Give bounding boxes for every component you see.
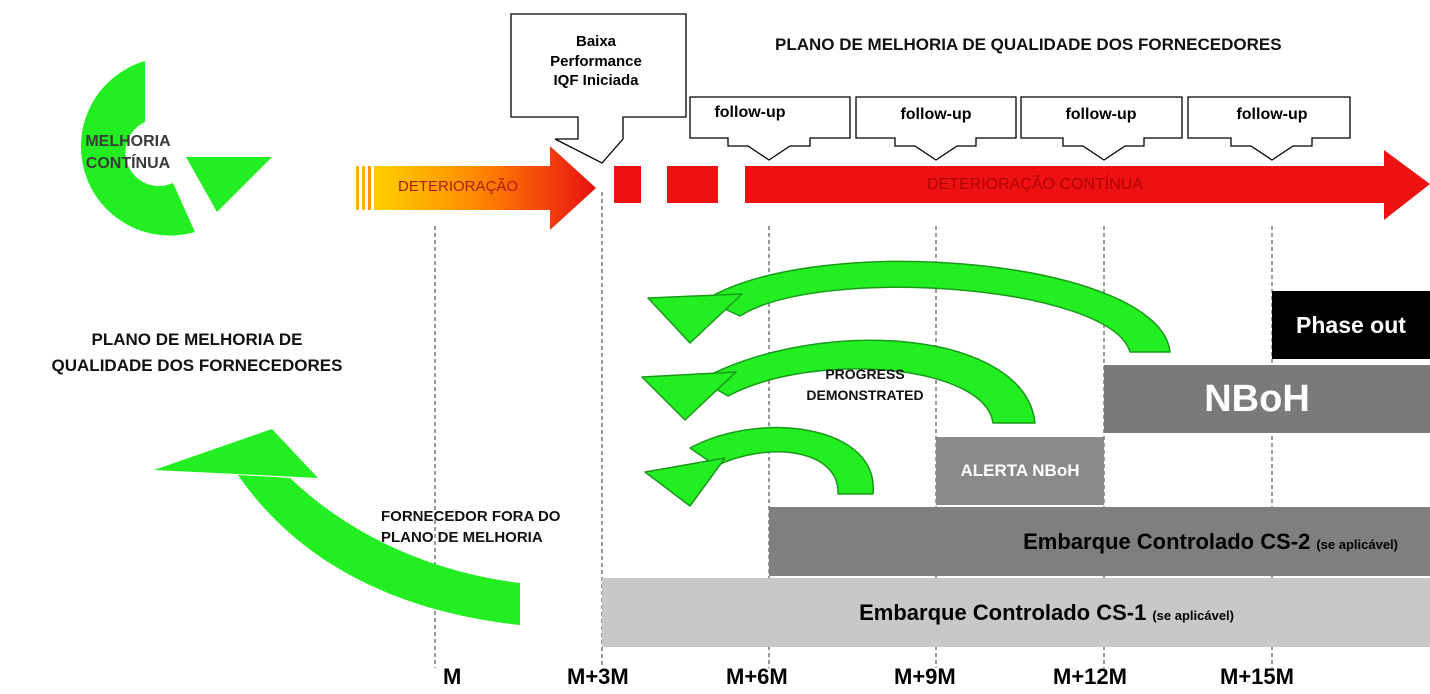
return-arrow-middle — [641, 339, 1036, 424]
followup-text-3: follow-up — [1065, 106, 1137, 123]
timeline-label-m3: M+3M — [567, 664, 629, 689]
progress-label: PROGRESS DEMONSTRATED — [806, 366, 924, 403]
cs2-note: (se aplicável) — [1316, 537, 1398, 552]
start-callout-text: Baixa Performance IQF Iniciada — [550, 33, 642, 89]
exit-arrow — [154, 429, 520, 625]
followup-callouts — [689, 96, 1351, 161]
nboh-label: NBoH — [1204, 377, 1310, 420]
phase-out-bar: Phase out — [1272, 291, 1430, 359]
timeline-label-m9: M+9M — [894, 664, 956, 689]
alerta-nboh-label: ALERTA NBoH — [960, 461, 1080, 480]
return-arrows — [641, 260, 1171, 507]
alerta-nboh-bar: ALERTA NBoH — [936, 437, 1104, 505]
cs2-label: Embarque Controlado CS-2 — [1023, 528, 1311, 554]
phase-out-label: Phase out — [1296, 311, 1406, 338]
followup-callout-4 — [1187, 96, 1351, 161]
cs2-bar: Embarque Controlado CS-2 (se aplicável) — [769, 507, 1430, 576]
followup-callout-1 — [689, 96, 851, 161]
timeline-label-m6: M+6M — [726, 664, 788, 689]
cs1-bar: Embarque Controlado CS-1 (se aplicável) — [602, 578, 1430, 647]
timeline-label-m: M — [443, 664, 462, 689]
cs1-label: Embarque Controlado CS-1 — [859, 599, 1147, 625]
timeline-label-m15: M+15M — [1220, 664, 1294, 689]
nboh-bar: NBoH — [1104, 365, 1430, 433]
deterioration-label: DETERIORAÇÃO — [398, 178, 519, 195]
continuous-improvement-cycle-icon — [80, 61, 272, 236]
main-title: PLANO DE MELHORIA DE QUALIDADE DOS FORNE… — [775, 35, 1282, 54]
exit-label: FORNECEDOR FORA DO PLANO DE MELHORIA — [381, 508, 561, 546]
followup-callout-2 — [855, 96, 1017, 161]
return-arrow-top — [647, 260, 1171, 353]
followup-text-1: follow-up — [714, 104, 786, 121]
followup-callout-3 — [1020, 96, 1183, 161]
return-arrow-bottom — [644, 426, 874, 507]
start-callout-box — [510, 13, 687, 164]
deterioration-arrow — [356, 146, 596, 230]
timeline-label-m12: M+12M — [1053, 664, 1127, 689]
cycle-label: MELHORIA CONTÍNUA — [85, 133, 171, 173]
followup-text-2: follow-up — [900, 106, 972, 123]
followup-text-4: follow-up — [1236, 106, 1308, 123]
cs1-note: (se aplicável) — [1152, 608, 1234, 623]
continuous-deterioration-label: DETERIORAÇÃO CONTÍNUA — [926, 176, 1143, 193]
side-title: PLANO DE MELHORIA DE QUALIDADE DOS FORNE… — [51, 330, 343, 376]
continuous-deterioration-arrow — [614, 150, 1430, 220]
